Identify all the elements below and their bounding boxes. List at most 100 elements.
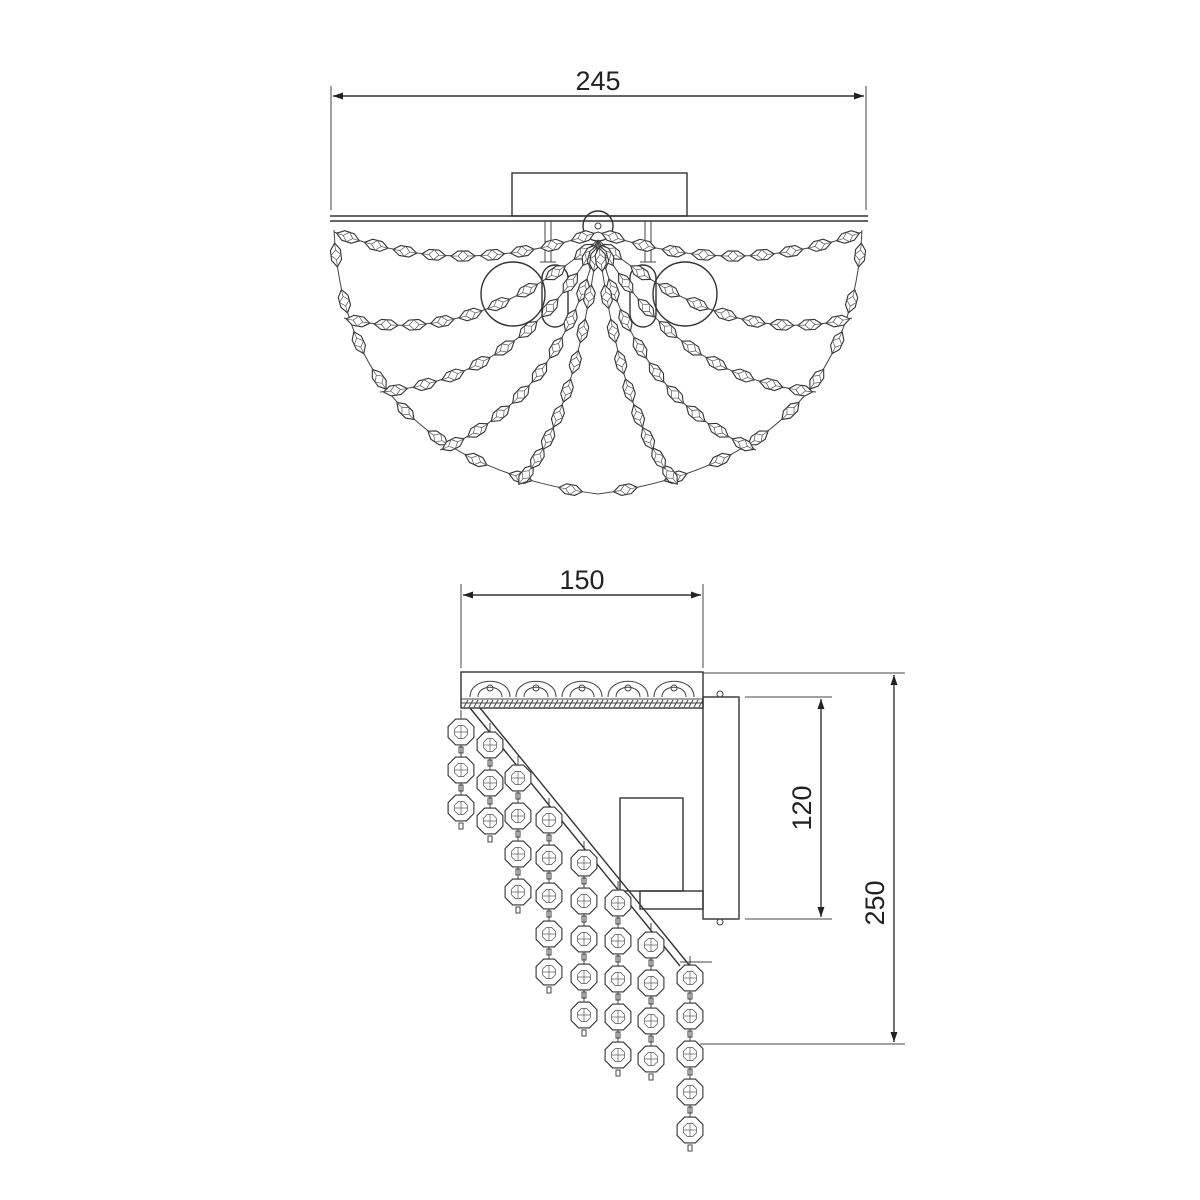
octagon-crystal [535,844,563,872]
crystal-bead [450,250,476,262]
connector-bead [546,948,552,956]
crystal-bead [429,314,456,328]
crystal-bead [412,377,438,392]
crystal-bead [618,272,634,294]
frieze-arch [469,680,511,698]
crystal-bead [787,384,814,397]
crystal-bead [562,272,578,294]
octagon-crystal [604,965,632,993]
crystal-bead [662,464,678,485]
crystal-bead [705,355,728,371]
frieze-arch [607,680,649,698]
crystal-bead [557,483,584,496]
crystal-bead [464,452,488,468]
crystal-bead [512,385,530,404]
connector-bead [546,834,552,842]
connector-bead [648,959,654,967]
crystal-bead [441,436,465,452]
crystal-bead [685,296,710,312]
connector-bead [487,835,493,843]
octagon-crystal [504,764,532,792]
crystal-bead [515,282,539,298]
octagon-crystal [637,1045,665,1073]
crystal-bead [658,320,678,339]
connector-bead [515,830,521,838]
crystal-bead [466,422,489,438]
right-bulb [629,261,718,328]
octagon-crystal [604,927,632,955]
crystal-bead [632,336,648,359]
crystal-bead [329,242,343,268]
total-height-label: 250 [860,880,890,925]
connector-bead [615,993,621,1001]
crystal-strand [535,798,563,994]
crystal-bead [648,362,665,383]
crystal-bead [560,378,574,403]
crystal-strand [504,756,532,914]
octagon-crystal [504,878,532,906]
octagon-crystal [570,963,598,991]
crystal-bead [690,248,717,261]
crystal-bead [544,265,567,281]
crystal-strand [604,881,632,1077]
crystal-bead [550,403,565,428]
octagon-crystal [535,882,563,910]
mount-height-label: 120 [787,785,817,830]
connector-bead [581,877,587,885]
crystal-bead [490,405,511,423]
crystal-bead [629,265,652,281]
connector-bead [515,792,521,800]
crystal-bead [830,330,845,355]
crystal-bead [853,242,867,268]
connector-bead [648,1073,654,1081]
crystal-strand [676,956,704,1152]
crystal-bead [618,308,633,333]
crystal-bead [335,230,361,244]
crystal-bead [768,318,795,331]
crystal-bead [657,282,681,298]
crystal-bead [600,283,613,310]
octagon-crystal [676,1002,704,1030]
crystal-bead [685,405,706,423]
crystal-chains [329,229,867,496]
connector-bead [615,1069,621,1077]
connector-bead [615,917,621,925]
chain-wire [439,239,599,451]
crystal-strand [570,841,598,1037]
crystal-bead [708,452,732,468]
connector-bead [581,991,587,999]
crystal-bead [631,238,657,252]
crystal-bead [479,248,506,261]
octagon-crystal [604,1003,632,1031]
octagon-crystal [570,1001,598,1029]
octagon-crystal [504,802,532,830]
crystal-bead [468,355,491,371]
connector-bead [581,915,587,923]
octagon-crystal [476,769,504,797]
octagon-crystal [676,1078,704,1106]
octagon-crystal [535,920,563,948]
crystal-bead [396,401,415,421]
crystal-bead [731,436,755,452]
octagon-crystal [637,1007,665,1035]
octagon-crystal [447,794,475,822]
crystal-bead [660,244,687,258]
frieze-arch [653,680,695,698]
crystal-bead [825,314,851,328]
octagon-crystal [476,807,504,835]
crystal-bead [781,401,800,421]
connector-bead [687,1144,693,1152]
crystal-bead [401,318,428,331]
octagon-crystal [504,840,532,868]
crystal-bead [540,426,556,451]
crystal-bead [541,298,559,318]
octagon-crystal [676,1040,704,1068]
frieze-arch [561,680,603,698]
crystal-bead [622,378,636,403]
crystal-bead [493,340,516,356]
octagon-crystal [447,756,475,784]
total-height-dimension: 250 [700,672,905,1045]
crystal-bead [382,384,409,397]
crystal-bead [680,340,703,356]
